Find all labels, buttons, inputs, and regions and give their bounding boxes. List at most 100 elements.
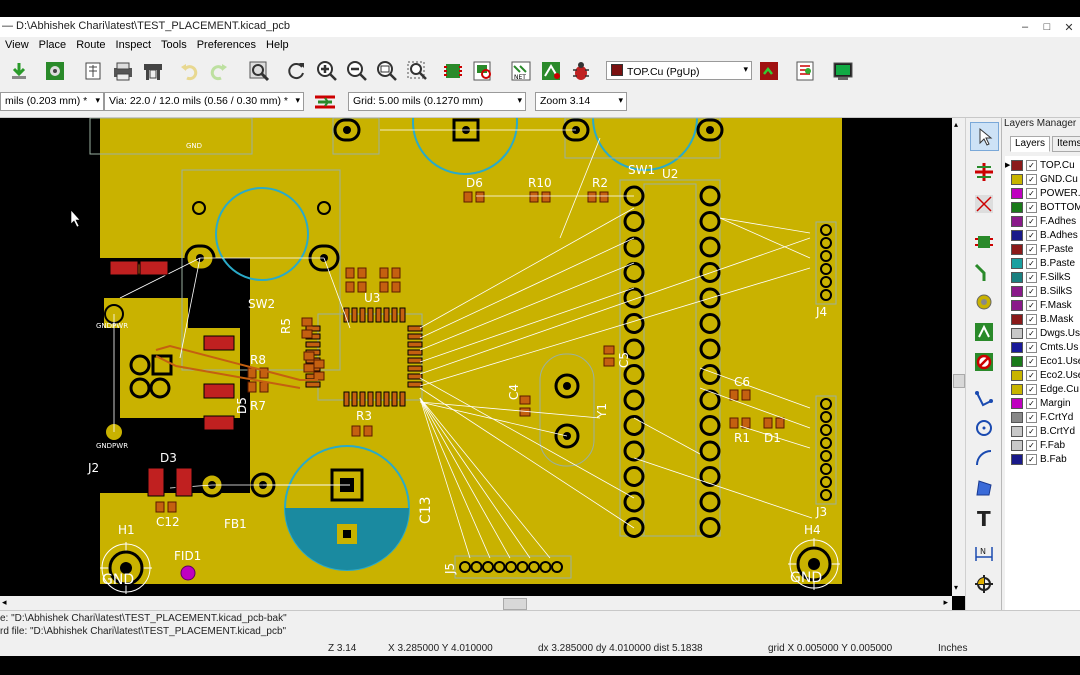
maximize-button[interactable]: □	[1043, 21, 1051, 33]
scroll-left-icon[interactable]: ◂	[2, 597, 7, 607]
zoom-select[interactable]: Zoom 3.14	[535, 92, 627, 111]
add-via-icon[interactable]	[970, 288, 997, 315]
layer-visibility-checkbox[interactable]: ✓	[1026, 187, 1037, 199]
drc-bug-icon[interactable]	[568, 58, 594, 84]
vertical-scrollbar[interactable]: ▴ ▾	[952, 118, 965, 596]
layer-color-swatch[interactable]	[1011, 355, 1023, 367]
layer-row[interactable]: ✓F.Mask	[1005, 298, 1080, 312]
layer-color-swatch[interactable]	[1011, 187, 1023, 199]
add-keepout-icon[interactable]	[970, 348, 997, 375]
netlist-icon[interactable]: NET	[508, 58, 534, 84]
layer-row[interactable]: ✓B.Adhes	[1005, 228, 1080, 242]
layer-row[interactable]: ✓B.Paste	[1005, 256, 1080, 270]
local-ratsnest-icon[interactable]	[970, 190, 997, 217]
layer-color-swatch[interactable]	[1011, 341, 1023, 353]
layer-visibility-checkbox[interactable]: ✓	[1026, 229, 1037, 241]
scroll-right-icon[interactable]: ▸	[943, 597, 948, 607]
pcb-canvas[interactable]: D6 R10 R2 SW1 U2 SW2 U3 R8 R7 J4 J3 R3 C…	[0, 118, 952, 596]
v-scroll-thumb[interactable]	[953, 374, 965, 388]
zoom-in-icon[interactable]	[314, 58, 340, 84]
layer-visibility-checkbox[interactable]: ✓	[1026, 355, 1037, 367]
route-track-icon[interactable]	[970, 258, 997, 285]
script-icon[interactable]	[792, 58, 818, 84]
layer-color-swatch[interactable]	[1011, 425, 1023, 437]
track-width-select[interactable]: mils (0.203 mm) *	[0, 92, 104, 111]
layer-row[interactable]: ✓GND.Cu	[1005, 172, 1080, 186]
scroll-down-icon[interactable]: ▾	[954, 583, 959, 592]
layer-visibility-checkbox[interactable]: ✓	[1026, 341, 1037, 353]
read-netlist-icon[interactable]	[6, 58, 32, 84]
layer-visibility-checkbox[interactable]: ✓	[1026, 285, 1037, 297]
layer-row[interactable]: ✓Margin	[1005, 396, 1080, 410]
layer-color-swatch[interactable]	[1011, 257, 1023, 269]
layer-color-swatch[interactable]	[1011, 173, 1023, 185]
layer-color-swatch[interactable]	[1011, 243, 1023, 255]
layer-row[interactable]: ✓F.Fab	[1005, 438, 1080, 452]
layer-row[interactable]: ✓F.Adhes	[1005, 214, 1080, 228]
scroll-up-icon[interactable]: ▴	[954, 120, 959, 129]
redo-icon[interactable]	[206, 58, 232, 84]
layer-row[interactable]: ✓Eco2.Use	[1005, 368, 1080, 382]
layer-color-swatch[interactable]	[1011, 229, 1023, 241]
layer-visibility-checkbox[interactable]: ✓	[1026, 397, 1037, 409]
layer-visibility-checkbox[interactable]: ✓	[1026, 383, 1037, 395]
layer-visibility-checkbox[interactable]: ✓	[1026, 425, 1037, 437]
layer-color-swatch[interactable]	[1011, 271, 1023, 283]
menu-inspect[interactable]: Inspect	[115, 39, 152, 51]
layer-row[interactable]: ✓POWER.	[1005, 186, 1080, 200]
layer-visibility-checkbox[interactable]: ✓	[1026, 243, 1037, 255]
add-circle-icon[interactable]	[970, 414, 997, 441]
tab-layers[interactable]: Layers	[1010, 136, 1051, 152]
layer-color-swatch[interactable]	[1011, 383, 1023, 395]
layer-row[interactable]: ✓B.SilkS	[1005, 284, 1080, 298]
add-arc-icon[interactable]	[970, 444, 997, 471]
layer-row[interactable]: ✓F.SilkS	[1005, 270, 1080, 284]
layer-row[interactable]: ✓B.CrtYd	[1005, 424, 1080, 438]
layer-color-swatch[interactable]	[1011, 313, 1023, 325]
layer-visibility-checkbox[interactable]: ✓	[1026, 453, 1037, 465]
new-board-icon[interactable]	[80, 58, 106, 84]
menu-tools[interactable]: Tools	[161, 39, 187, 51]
menu-help[interactable]: Help	[266, 39, 289, 51]
menu-place[interactable]: Place	[38, 39, 67, 51]
drc-icon[interactable]	[42, 58, 68, 84]
layer-row[interactable]: ▶✓TOP.Cu	[1005, 158, 1080, 172]
layer-visibility-checkbox[interactable]: ✓	[1026, 369, 1037, 381]
redraw-icon[interactable]	[284, 58, 310, 84]
autoroute-icon[interactable]	[538, 58, 564, 84]
layer-visibility-checkbox[interactable]: ✓	[1026, 327, 1037, 339]
close-button[interactable]: ✕	[1064, 21, 1074, 34]
layer-color-swatch[interactable]	[1011, 411, 1023, 423]
layer-row[interactable]: ✓Cmts.Us	[1005, 340, 1080, 354]
grid-select[interactable]: Grid: 5.00 mils (0.1270 mm)	[348, 92, 526, 111]
add-dimension-icon[interactable]: N	[970, 540, 997, 567]
layer-visibility-checkbox[interactable]: ✓	[1026, 173, 1037, 185]
add-text-icon[interactable]: T	[970, 504, 997, 531]
layer-row[interactable]: ✓F.CrtYd	[1005, 410, 1080, 424]
layer-color-swatch[interactable]	[1011, 201, 1023, 213]
layer-color-swatch[interactable]	[1011, 159, 1023, 171]
menu-view[interactable]: View	[5, 39, 29, 51]
minimize-button[interactable]: –	[1021, 21, 1029, 33]
layer-color-swatch[interactable]	[1011, 299, 1023, 311]
layer-row[interactable]: ✓F.Paste	[1005, 242, 1080, 256]
layer-visibility-checkbox[interactable]: ✓	[1026, 313, 1037, 325]
layer-visibility-checkbox[interactable]: ✓	[1026, 159, 1037, 171]
layer-row[interactable]: ✓B.Mask	[1005, 312, 1080, 326]
layer-row[interactable]: ✓Eco1.Use	[1005, 354, 1080, 368]
layer-row[interactable]: ✓BOTTOM	[1005, 200, 1080, 214]
select-arrow-icon[interactable]	[970, 122, 999, 151]
footprint-editor-icon[interactable]	[440, 58, 466, 84]
layer-color-swatch[interactable]	[1011, 453, 1023, 465]
layer-row[interactable]: ✓Dwgs.Us	[1005, 326, 1080, 340]
menu-preferences[interactable]: Preferences	[196, 39, 257, 51]
menu-route[interactable]: Route	[76, 39, 106, 51]
layer-row[interactable]: ✓B.Fab	[1005, 452, 1080, 466]
layer-select[interactable]: TOP.Cu (PgUp)	[606, 61, 752, 80]
layer-color-swatch[interactable]	[1011, 369, 1023, 381]
add-footprint-icon[interactable]	[970, 228, 997, 255]
via-size-select[interactable]: Via: 22.0 / 12.0 mils (0.56 / 0.30 mm) *	[104, 92, 304, 111]
add-line-icon[interactable]	[970, 384, 997, 411]
zoom-fit-icon[interactable]	[374, 58, 400, 84]
layer-visibility-checkbox[interactable]: ✓	[1026, 299, 1037, 311]
